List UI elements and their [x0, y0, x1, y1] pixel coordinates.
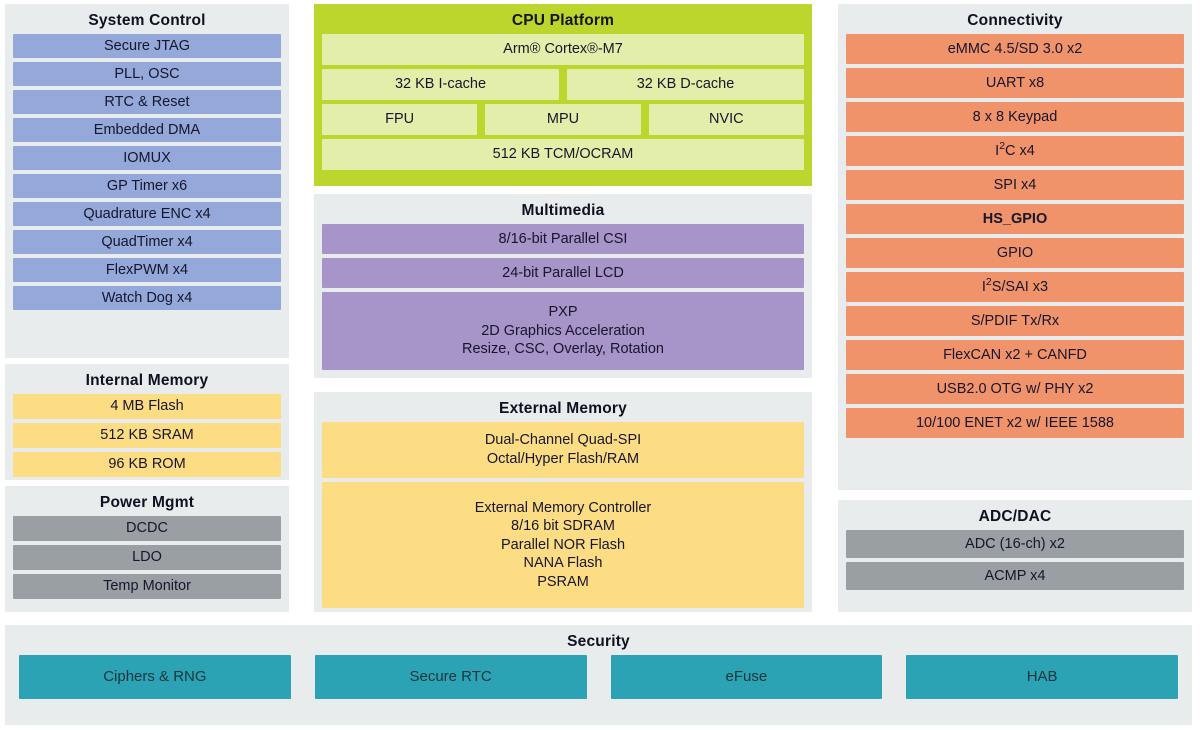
block-spi[interactable]: SPI x4: [846, 170, 1184, 200]
block-efuse[interactable]: eFuse: [610, 655, 883, 699]
panel-power-mgmt: Power Mgmt DCDC LDO Temp Monitor: [5, 486, 289, 612]
block-embedded-dma[interactable]: Embedded DMA: [13, 118, 281, 142]
block-ciphers-rng[interactable]: Ciphers & RNG: [19, 655, 291, 699]
block-i2c-post: C x4: [1005, 142, 1035, 159]
cpu-cache-row: 32 KB I-cache 32 KB D-cache: [322, 69, 804, 100]
block-pll-osc[interactable]: PLL, OSC: [13, 62, 281, 86]
block-nvic[interactable]: NVIC: [648, 104, 804, 135]
connectivity-block-list: eMMC 4.5/SD 3.0 x2 UART x8 8 x 8 Keypad …: [846, 34, 1184, 438]
block-dcdc[interactable]: DCDC: [13, 516, 281, 541]
block-parallel-csi[interactable]: 8/16-bit Parallel CSI: [322, 224, 804, 254]
block-arm-cortex-m7[interactable]: Arm® Cortex®-M7: [322, 34, 804, 65]
block-parallel-lcd[interactable]: 24-bit Parallel LCD: [322, 258, 804, 288]
block-quad-spi[interactable]: Dual-Channel Quad-SPI Octal/Hyper Flash/…: [322, 422, 804, 478]
block-quad-spi-line1: Dual-Channel Quad-SPI: [484, 432, 642, 449]
block-pxp-line2: 2D Graphics Acceleration: [481, 322, 645, 339]
panel-multimedia: Multimedia 8/16-bit Parallel CSI 24-bit …: [314, 194, 812, 378]
block-emc-line4: NANA Flash: [523, 555, 603, 572]
block-flexpwm[interactable]: FlexPWM x4: [13, 258, 281, 282]
external-memory-block-list: Dual-Channel Quad-SPI Octal/Hyper Flash/…: [322, 422, 804, 608]
block-emc-line1: External Memory Controller: [474, 499, 652, 516]
block-gpio[interactable]: GPIO: [846, 238, 1184, 268]
block-keypad[interactable]: 8 x 8 Keypad: [846, 102, 1184, 132]
panel-title-adc-dac: ADC/DAC: [978, 508, 1052, 525]
panel-title-connectivity: Connectivity: [967, 12, 1063, 29]
block-d-cache[interactable]: 32 KB D-cache: [567, 69, 804, 100]
block-secure-jtag[interactable]: Secure JTAG: [13, 34, 281, 58]
block-mpu[interactable]: MPU: [485, 104, 641, 135]
block-96kb-rom[interactable]: 96 KB ROM: [13, 452, 281, 477]
block-usb-otg[interactable]: USB2.0 OTG w/ PHY x2: [846, 374, 1184, 404]
panel-external-memory: External Memory Dual-Channel Quad-SPI Oc…: [314, 392, 812, 612]
cpu-platform-block-list: Arm® Cortex®-M7 32 KB I-cache 32 KB D-ca…: [322, 34, 804, 170]
block-ldo[interactable]: LDO: [13, 545, 281, 570]
panel-security: Security Ciphers & RNG Secure RTC eFuse …: [5, 625, 1192, 725]
block-watch-dog[interactable]: Watch Dog x4: [13, 286, 281, 310]
panel-connectivity: Connectivity eMMC 4.5/SD 3.0 x2 UART x8 …: [838, 4, 1192, 490]
block-i2s-post: S/SAI x3: [991, 278, 1049, 295]
block-4mb-flash[interactable]: 4 MB Flash: [13, 394, 281, 419]
panel-title-internal-memory: Internal Memory: [85, 372, 209, 389]
block-hs-gpio[interactable]: HS_GPIO: [846, 204, 1184, 234]
block-i2c[interactable]: I2C x4: [846, 136, 1184, 166]
block-adc[interactable]: ADC (16-ch) x2: [846, 530, 1184, 558]
panel-title-cpu-platform: CPU Platform: [511, 12, 615, 29]
block-tcm-ocram[interactable]: 512 KB TCM/OCRAM: [322, 139, 804, 170]
block-i2s-pre: I: [981, 278, 986, 295]
block-i2c-sup: 2: [999, 140, 1005, 152]
panel-title-system-control: System Control: [88, 12, 206, 29]
block-external-memory-controller[interactable]: External Memory Controller 8/16 bit SDRA…: [322, 482, 804, 608]
panel-adc-dac: ADC/DAC ADC (16-ch) x2 ACMP x4: [838, 500, 1192, 612]
panel-title-power-mgmt: Power Mgmt: [99, 494, 195, 511]
system-control-block-list: Secure JTAG PLL, OSC RTC & Reset Embedde…: [13, 34, 281, 310]
panel-cpu-platform: CPU Platform Arm® Cortex®-M7 32 KB I-cac…: [314, 4, 812, 186]
block-flexcan[interactable]: FlexCAN x2 + CANFD: [846, 340, 1184, 370]
internal-memory-block-list: 4 MB Flash 512 KB SRAM 96 KB ROM: [13, 394, 281, 477]
security-block-list: Ciphers & RNG Secure RTC eFuse HAB: [13, 655, 1184, 699]
block-uart[interactable]: UART x8: [846, 68, 1184, 98]
block-emc-line3: Parallel NOR Flash: [500, 536, 626, 553]
block-i-cache[interactable]: 32 KB I-cache: [322, 69, 559, 100]
adc-dac-block-list: ADC (16-ch) x2 ACMP x4: [846, 530, 1184, 590]
block-pxp-line1: PXP: [548, 304, 578, 321]
block-pxp[interactable]: PXP 2D Graphics Acceleration Resize, CSC…: [322, 292, 804, 370]
block-i2s-sup: 2: [985, 276, 992, 288]
block-emc-line5: PSRAM: [537, 573, 589, 590]
block-quadrature-enc[interactable]: Quadrature ENC x4: [13, 202, 281, 226]
block-enet[interactable]: 10/100 ENET x2 w/ IEEE 1588: [846, 408, 1184, 438]
block-spdif[interactable]: S/PDIF Tx/Rx: [846, 306, 1184, 336]
power-mgmt-block-list: DCDC LDO Temp Monitor: [13, 516, 281, 599]
block-pxp-line3: Resize, CSC, Overlay, Rotation: [462, 341, 664, 358]
block-emmc-sd[interactable]: eMMC 4.5/SD 3.0 x2: [846, 34, 1184, 64]
block-fpu[interactable]: FPU: [322, 104, 478, 135]
block-rtc-reset[interactable]: RTC & Reset: [13, 90, 281, 114]
block-i2c-pre: I: [995, 142, 1000, 159]
panel-system-control: System Control Secure JTAG PLL, OSC RTC …: [5, 4, 289, 358]
block-acmp[interactable]: ACMP x4: [846, 562, 1184, 590]
multimedia-block-list: 8/16-bit Parallel CSI 24-bit Parallel LC…: [322, 224, 804, 370]
block-i2s-sai[interactable]: I2S/SAI x3: [846, 272, 1184, 302]
block-512kb-sram[interactable]: 512 KB SRAM: [13, 423, 281, 448]
cpu-unit-row: FPU MPU NVIC: [322, 104, 804, 135]
block-emc-line2: 8/16 bit SDRAM: [511, 518, 615, 535]
panel-title-multimedia: Multimedia: [521, 202, 605, 219]
panel-internal-memory: Internal Memory 4 MB Flash 512 KB SRAM 9…: [5, 364, 289, 480]
block-hs-gpio-label: HS_GPIO: [982, 210, 1048, 227]
panel-title-external-memory: External Memory: [499, 400, 627, 417]
block-secure-rtc[interactable]: Secure RTC: [314, 655, 587, 699]
block-quadtimer[interactable]: QuadTimer x4: [13, 230, 281, 254]
block-quad-spi-line2: Octal/Hyper Flash/RAM: [486, 451, 640, 467]
block-iomux[interactable]: IOMUX: [13, 146, 281, 170]
block-hab[interactable]: HAB: [906, 655, 1178, 699]
block-gp-timer[interactable]: GP Timer x6: [13, 174, 281, 198]
block-temp-monitor[interactable]: Temp Monitor: [13, 574, 281, 599]
panel-title-security: Security: [567, 633, 630, 650]
